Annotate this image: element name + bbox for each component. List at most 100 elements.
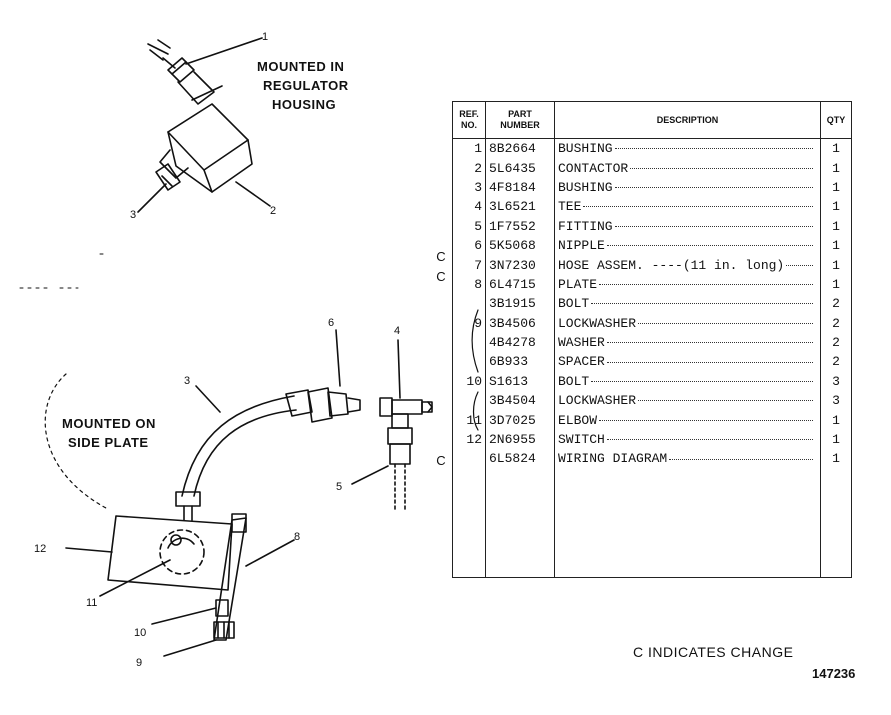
part-header-line1: PART: [508, 109, 532, 119]
callout-11: 11: [86, 597, 97, 609]
callout-3-hose: 3: [184, 375, 190, 387]
description-text: FITTING: [558, 218, 615, 234]
bushing-3: [159, 149, 189, 179]
ref-no-cell: 5: [452, 216, 486, 236]
callout-8: 8: [294, 531, 300, 543]
description-cell: ELBOW: [554, 410, 821, 430]
ref-no-cell: 2: [452, 158, 486, 178]
description-cell: BUSHING: [554, 177, 821, 198]
qty-cell: 1: [820, 216, 852, 236]
hose-fitting: [285, 389, 313, 417]
dot-leader: [614, 148, 813, 150]
dot-leader: [591, 303, 814, 305]
leader-3b: [195, 385, 221, 413]
figure-number: 147236: [812, 666, 856, 681]
description-cell: HOSE ASSEM. ----(11 in. long): [554, 255, 821, 275]
note-sideplate-line2: SIDE PLATE: [68, 435, 149, 450]
callout-10: 10: [134, 627, 146, 639]
description-text: TEE: [558, 199, 584, 215]
description-cell: WASHER: [554, 332, 821, 353]
separator-lines: [19, 253, 107, 289]
description-text: HOSE ASSEM. ----(11 in. long): [558, 257, 787, 273]
nipple-6: [327, 391, 349, 417]
ref-no-cell: 9: [452, 313, 486, 333]
leader-10: [151, 607, 217, 625]
leader-4: [397, 339, 401, 399]
ref-no-header: REF. NO.: [452, 101, 486, 139]
description-text: CONTACTOR: [558, 160, 631, 176]
hose-callouts: [195, 329, 401, 485]
callout-2: 2: [270, 205, 276, 217]
ref-no-cell: 1: [452, 138, 486, 159]
ref-no-cell: [452, 332, 486, 353]
ref-no-cell: [452, 352, 486, 372]
mounting-bracket-line: [44, 373, 107, 509]
description-text: BUSHING: [558, 141, 615, 157]
qty-cell: 3: [820, 391, 852, 411]
leader-5: [351, 465, 389, 485]
part-number-cell: 6B933: [485, 352, 555, 372]
callout-1: 1: [262, 31, 268, 43]
ref-no-cell: 4: [452, 197, 486, 217]
part-number-cell: 3D7025: [485, 410, 555, 430]
note-regulator-line2: REGULATOR: [263, 78, 349, 93]
description-text: PLATE: [558, 276, 600, 292]
description-text: WIRING DIAGRAM: [558, 451, 670, 467]
dot-leader: [606, 245, 813, 247]
part-header-line2: NUMBER: [500, 120, 540, 130]
hose-assembly-7: [175, 387, 361, 521]
description-cell: CONTACTOR: [554, 158, 821, 178]
leader-12: [65, 547, 113, 553]
qty-cell: 1: [820, 410, 852, 430]
dot-leader: [638, 322, 814, 324]
dot-leader: [669, 458, 814, 460]
ref-no-cell: 11: [452, 410, 486, 430]
part-number-cell: 4F8184: [485, 177, 555, 198]
qty-cell: 1: [820, 449, 852, 469]
fitting-5: [387, 427, 413, 445]
hose-end-fitting: [175, 491, 201, 507]
tee-4: [379, 397, 433, 511]
part-number-cell: 3L6521: [485, 197, 555, 217]
change-note: C INDICATES CHANGE: [633, 644, 794, 660]
description-cell: TEE: [554, 197, 821, 217]
qty-cell: 2: [820, 332, 852, 353]
note-sideplate-line1: MOUNTED ON: [62, 416, 156, 431]
qty-cell: 1: [820, 255, 852, 275]
description-text: SPACER: [558, 354, 607, 370]
note-regulator-line3: HOUSING: [272, 97, 336, 112]
part-number-cell: 6L4715: [485, 274, 555, 295]
description-cell: WIRING DIAGRAM: [554, 449, 821, 469]
description-cell: FITTING: [554, 216, 821, 236]
contactor-neck: [177, 71, 215, 105]
blank-cell: [820, 468, 852, 578]
part-number-cell: S1613: [485, 371, 555, 392]
qty-cell: 2: [820, 294, 852, 314]
description-text: BOLT: [558, 373, 592, 389]
description-text: ELBOW: [558, 412, 600, 428]
ref-no-cell: [452, 449, 486, 469]
qty-cell: 1: [820, 138, 852, 159]
blank-cell: [485, 468, 555, 578]
switch-12: [107, 515, 233, 591]
leader-1: [185, 37, 263, 65]
dot-leader: [630, 167, 814, 169]
description-text: WASHER: [558, 335, 607, 351]
part-number-cell: 5L6435: [485, 158, 555, 178]
change-flag: C: [436, 453, 446, 468]
table-blank-area: [452, 468, 852, 578]
description-text: BUSHING: [558, 179, 615, 195]
hose-line-a: [181, 395, 295, 497]
callout-12: 12: [34, 543, 46, 555]
contactor-assembly: [147, 39, 253, 193]
